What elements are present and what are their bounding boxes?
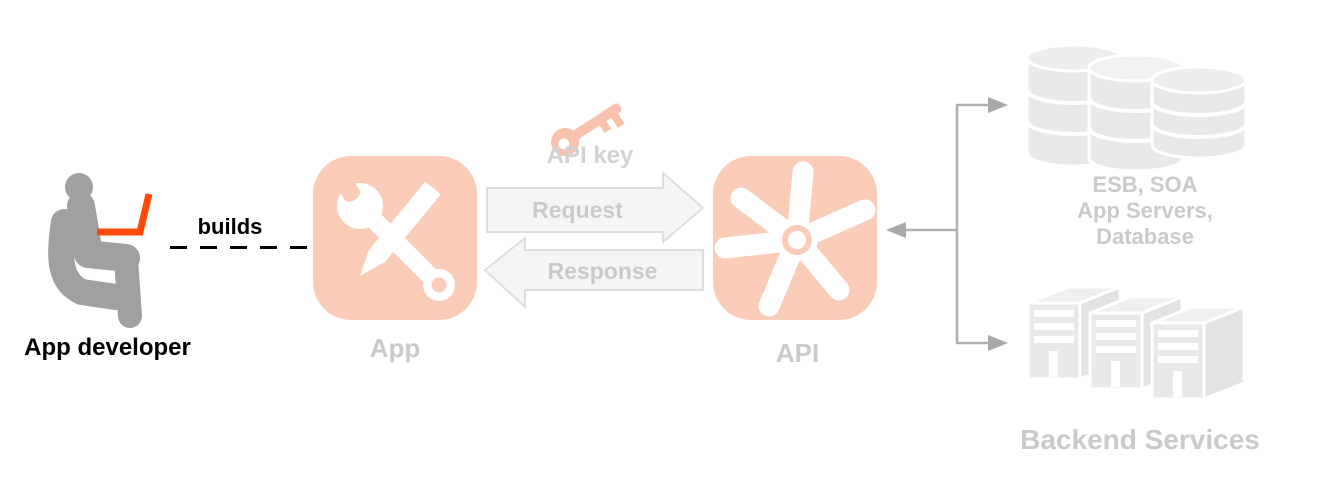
esb-line-2: App Servers,: [1077, 198, 1213, 223]
request-response-arrows: [480, 166, 710, 314]
app-label: App: [369, 333, 421, 363]
esb-soa-label: ESB, SOA App Servers, Database: [1040, 172, 1250, 250]
request-label: Request: [532, 197, 623, 223]
spoke-gear-api-icon: [713, 155, 877, 321]
backend-services-label: Backend Services: [1020, 424, 1260, 455]
esb-line-3: Database: [1096, 224, 1194, 249]
builds-label: builds: [197, 214, 263, 239]
request-right-arrow-icon: [486, 170, 705, 245]
seated-developer-laptop-icon: [46, 164, 188, 336]
builds-dashed-connector: [170, 246, 310, 249]
app-developer-label: App developer: [24, 334, 191, 361]
branching-connector-arrows-icon: [878, 93, 1018, 355]
database-stack-icon: [1015, 33, 1265, 173]
key-icon: [543, 96, 639, 160]
api-key-label: API key: [546, 142, 634, 169]
response-left-arrow-icon: [483, 235, 704, 310]
server-towers-icon: [1015, 270, 1265, 410]
esb-line-1: ESB, SOA: [1092, 172, 1198, 197]
response-label: Response: [547, 258, 658, 284]
api-label: API: [775, 338, 820, 368]
wrench-pencil-app-icon: [313, 155, 477, 321]
